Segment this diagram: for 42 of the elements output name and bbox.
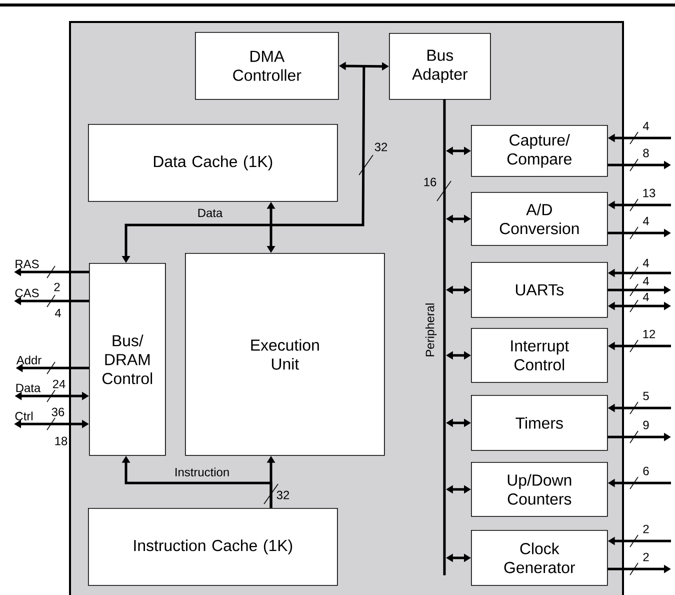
- block-box: Interrupt Control: [471, 328, 608, 383]
- edge-label: 24: [52, 380, 66, 388]
- edge-label: 4: [642, 258, 649, 268]
- edge-label: 18: [55, 436, 68, 446]
- edge-label: 13: [643, 188, 656, 198]
- bus-width-label: 16: [424, 178, 436, 186]
- edge-label: 2: [643, 552, 649, 562]
- block-box: DMA Controller: [195, 32, 339, 100]
- block-box: A/D Conversion: [471, 192, 608, 246]
- block-box: Data Cache (1K): [88, 124, 338, 202]
- edge-label: 36: [52, 408, 64, 416]
- signal-label: Ctrl: [15, 412, 32, 420]
- edge-label: Data: [198, 208, 223, 218]
- edge-label: 6: [643, 466, 649, 476]
- signal-label: Data: [16, 384, 41, 392]
- block-box: Clock Generator: [471, 530, 608, 586]
- block-box: Bus/ DRAM Control: [89, 263, 166, 456]
- edge-label: Instruction: [176, 468, 229, 476]
- edge-label: 4: [642, 122, 649, 130]
- edge-label: 4: [642, 276, 649, 286]
- signal-label: Addr: [16, 356, 42, 364]
- edge-label: 12: [643, 330, 656, 338]
- edge-label: 4: [642, 292, 649, 302]
- block-box: Instruction Cache (1K): [88, 508, 338, 586]
- block-box: UARTs: [471, 262, 608, 318]
- block-box: Bus Adapter: [389, 33, 491, 100]
- bus-width-label: 32: [276, 490, 290, 500]
- edge-label: 9: [643, 420, 649, 430]
- bus-label: Peripheral: [425, 304, 437, 356]
- block-box: Capture/ Compare: [471, 125, 608, 177]
- edge-label: 2: [643, 524, 649, 534]
- block-box: Timers: [471, 395, 608, 451]
- block-box: Execution Unit: [185, 253, 385, 456]
- edge-label: 2: [54, 282, 60, 292]
- signal-label: CAS: [15, 288, 39, 298]
- edge-label: 5: [643, 392, 649, 400]
- edge-label: 8: [643, 148, 649, 158]
- edge-label: 4: [54, 308, 61, 318]
- signal-label: RAS: [16, 260, 39, 268]
- bus-width-label: 32: [374, 142, 388, 152]
- edge-label: 4: [642, 216, 649, 226]
- block-box: Up/Down Counters: [471, 462, 608, 517]
